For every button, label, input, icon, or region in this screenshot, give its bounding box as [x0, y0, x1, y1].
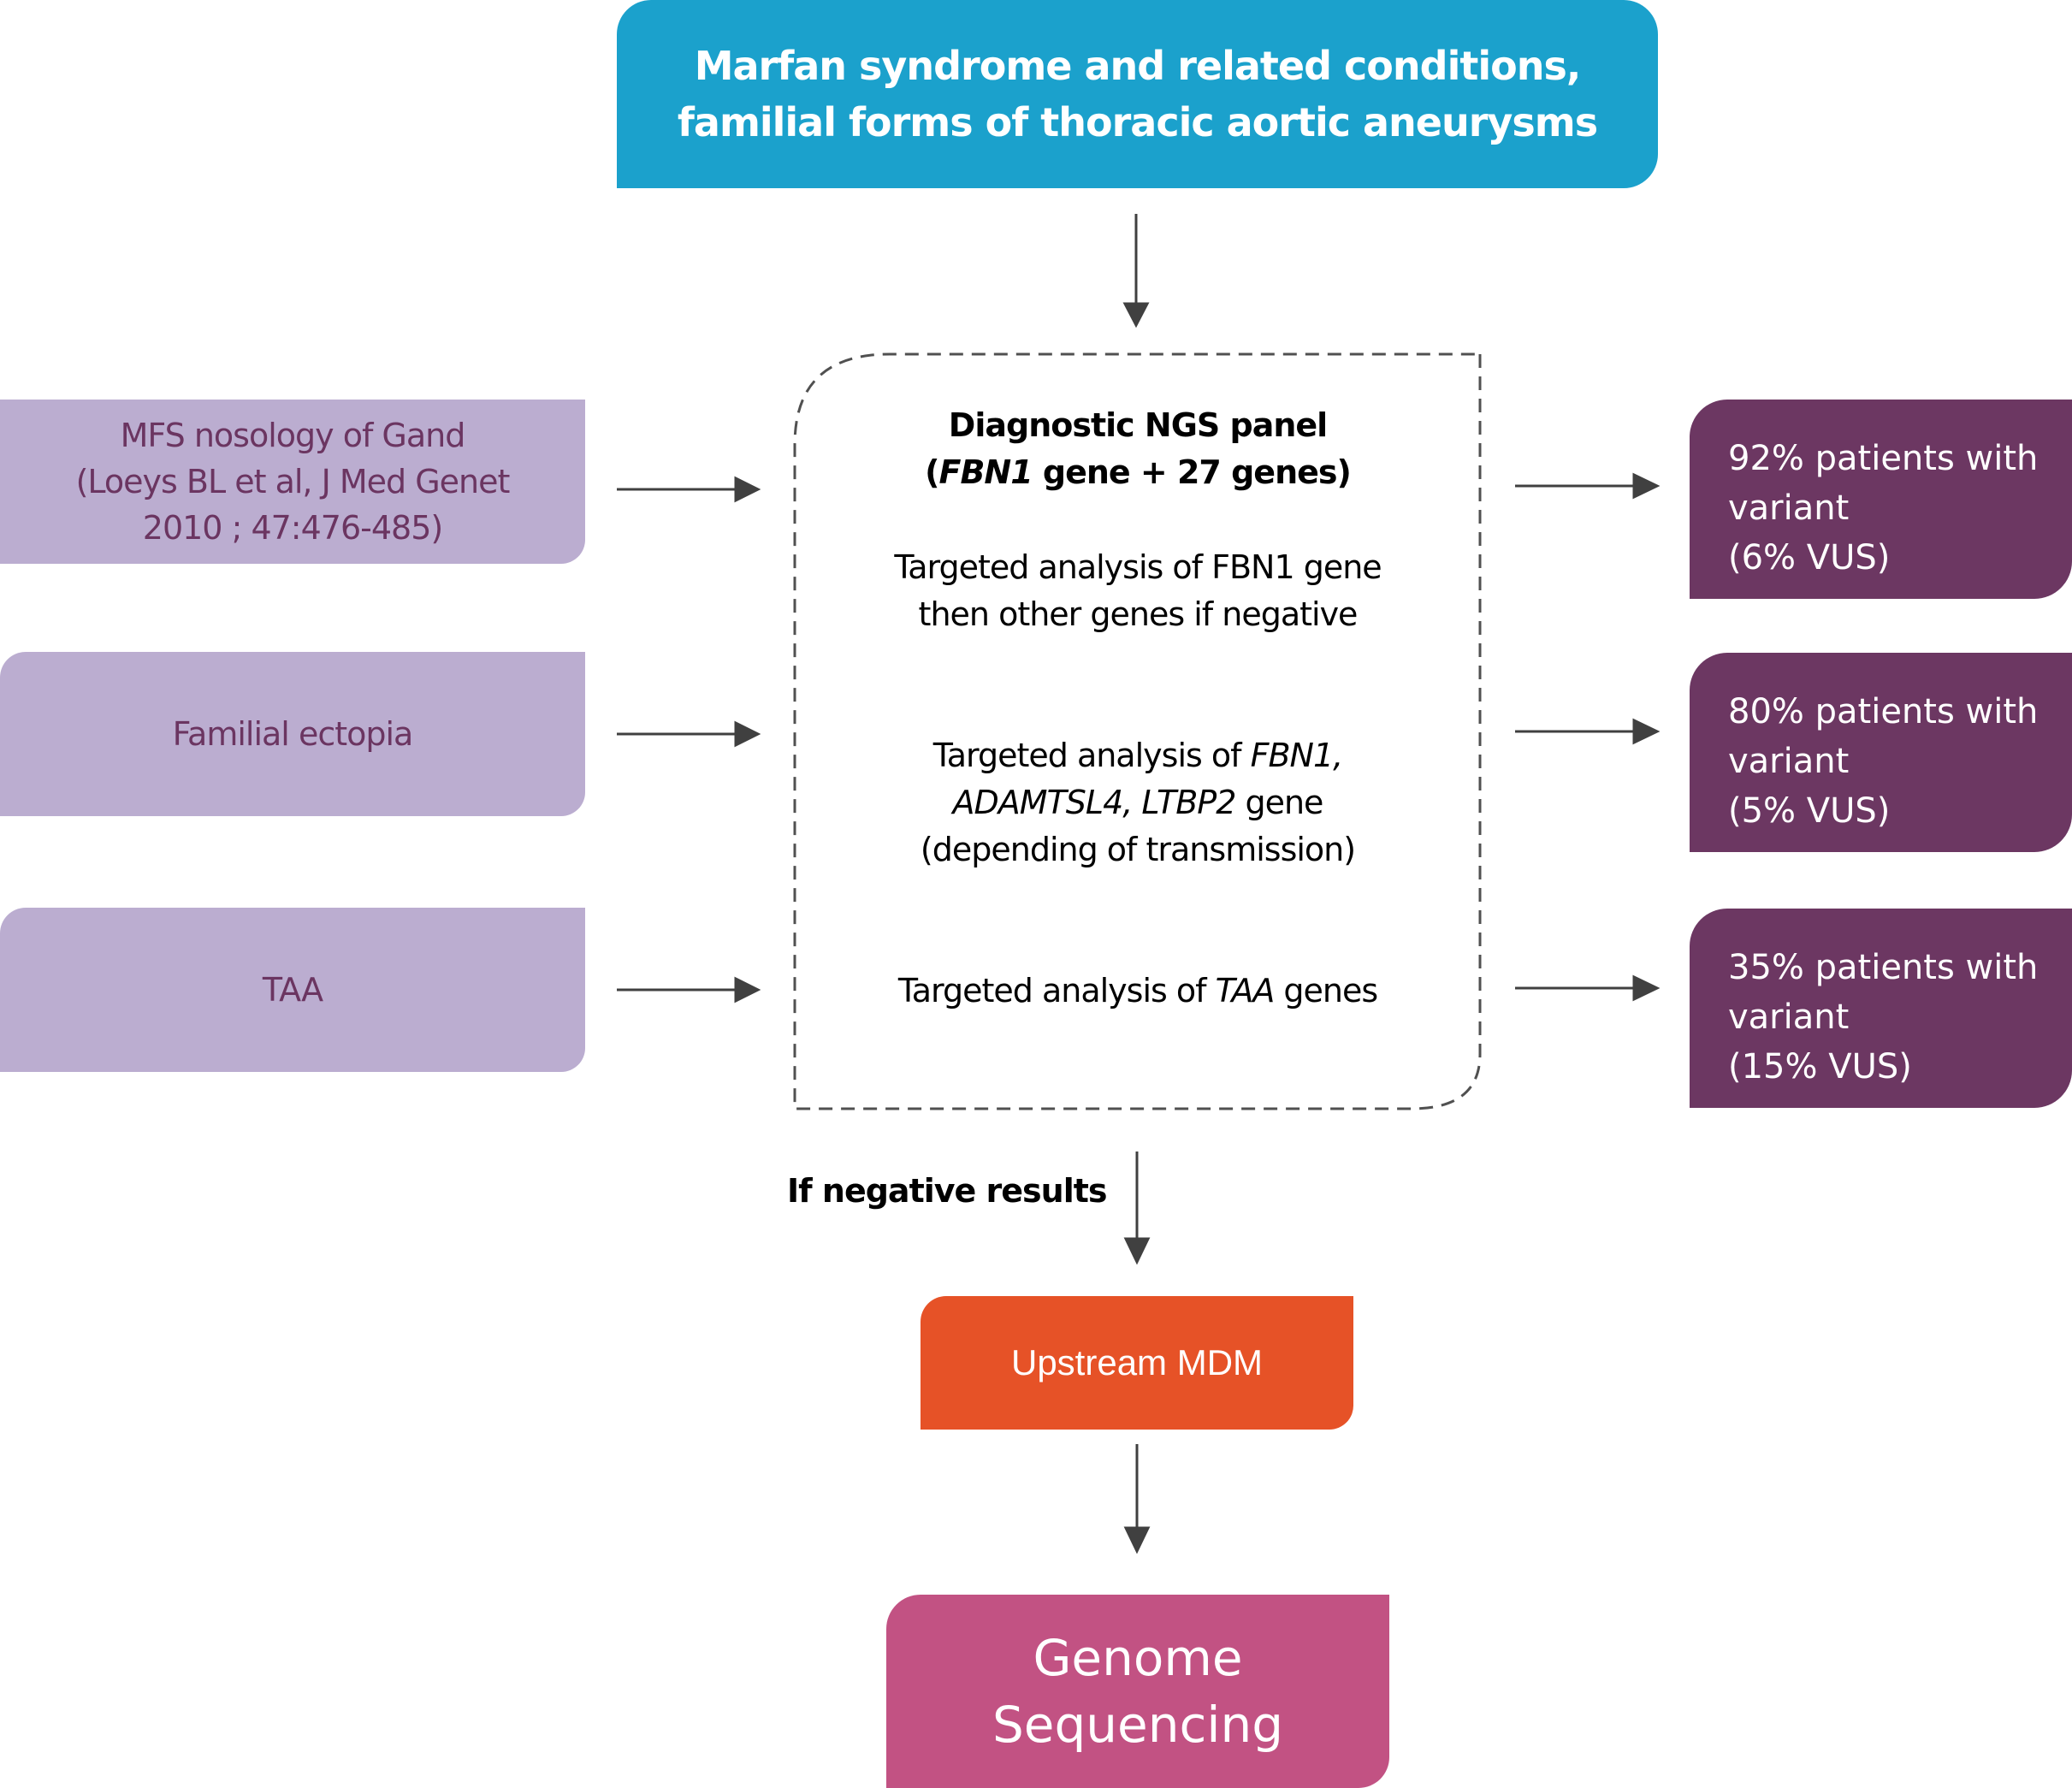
result-line: variant: [1728, 998, 1850, 1037]
analysis-prefix: Targeted analysis of: [897, 972, 1216, 1009]
input-box-taa: TAA: [0, 908, 585, 1072]
analysis-line: then other genes if negative: [918, 595, 1359, 633]
input-text-line: (Loeys BL et al, J Med Genet: [75, 463, 511, 500]
upstream-mdm-box: Upstream MDM: [921, 1296, 1353, 1430]
result-line: variant: [1728, 742, 1850, 781]
input-text-line: TAA: [262, 971, 323, 1009]
gene-name: TAA: [1215, 972, 1276, 1009]
result-vus: (5% VUS): [1728, 791, 1891, 831]
condition-title-line-2: familial forms of thoracic aortic aneury…: [677, 99, 1598, 145]
analysis-line: (depending of transmission): [920, 831, 1356, 868]
arrowhead-right-icon: [734, 976, 761, 1004]
analysis-line: Targeted analysis of FBN1,: [804, 732, 1471, 779]
genome-sequencing-line-1: Genome: [1033, 1629, 1243, 1687]
result-box-mfs: 92% patients with variant (6% VUS): [1690, 400, 2072, 599]
gene-name: FBN1,: [1250, 737, 1344, 774]
title-rest: gene + 27 genes): [1032, 453, 1352, 491]
upstream-mdm-label: Upstream MDM: [1010, 1342, 1264, 1382]
arrowhead-right-icon: [1632, 974, 1661, 1002]
result-vus: (15% VUS): [1728, 1047, 1912, 1086]
input-text-line: Familial ectopia: [172, 715, 414, 753]
gene-name: ADAMTSL4, LTBP2: [952, 784, 1237, 821]
analysis-line: ADAMTSL4, LTBP2 gene: [804, 779, 1471, 826]
input-text-line: MFS nosology of Gand: [120, 417, 466, 454]
arrowhead-right-icon: [734, 476, 761, 503]
input-text-line: 2010 ; 47:476-485): [142, 509, 443, 547]
ngs-panel-title-line-2: (FBN1 gene + 27 genes): [804, 449, 1471, 496]
paren: (: [925, 453, 939, 491]
result-vus: (6% VUS): [1728, 538, 1891, 577]
analysis-taa: Targeted analysis of TAA genes: [804, 968, 1471, 1015]
ngs-panel-title-line-1: Diagnostic NGS panel: [948, 406, 1328, 444]
analysis-suffix: gene: [1235, 784, 1323, 821]
genome-sequencing-box: Genome Sequencing: [886, 1595, 1389, 1788]
result-box-ectopia: 80% patients with variant (5% VUS): [1690, 653, 2072, 852]
result-box-taa: 35% patients with variant (15% VUS): [1690, 909, 2072, 1108]
negative-results-label: If negative results: [787, 1172, 1108, 1210]
condition-title-box: Marfan syndrome and related conditions, …: [617, 0, 1658, 188]
genome-sequencing-line-2: Sequencing: [992, 1696, 1284, 1754]
analysis-mfs: Targeted analysis of FBN1 gene then othe…: [804, 544, 1471, 638]
arrowhead-right-icon: [1632, 472, 1661, 500]
arrowhead-down-icon: [1123, 1237, 1151, 1265]
analysis-prefix: Targeted analysis of: [932, 737, 1251, 774]
analysis-suffix: genes: [1274, 972, 1378, 1009]
analysis-line: Targeted analysis of TAA genes: [804, 968, 1471, 1015]
ngs-panel-title: Diagnostic NGS panel (FBN1 gene + 27 gen…: [804, 402, 1471, 496]
result-line: 35% patients with: [1728, 948, 2039, 987]
gene-name: FBN1: [938, 453, 1033, 491]
result-line: 80% patients with: [1728, 692, 2039, 731]
arrowhead-down-icon: [1123, 1526, 1151, 1554]
arrowhead-down-icon: [1122, 302, 1150, 329]
analysis-line: Targeted analysis of FBN1 gene: [894, 548, 1382, 586]
arrowhead-right-icon: [734, 720, 761, 748]
input-box-mfs-nosology: MFS nosology of Gand (Loeys BL et al, J …: [0, 400, 585, 564]
result-line: variant: [1728, 488, 1850, 528]
input-box-familial-ectopia: Familial ectopia: [0, 652, 585, 816]
result-line: 92% patients with: [1728, 439, 2039, 478]
arrowhead-right-icon: [1632, 718, 1661, 745]
analysis-ectopia: Targeted analysis of FBN1, ADAMTSL4, LTB…: [804, 732, 1471, 873]
condition-title-line-1: Marfan syndrome and related conditions,: [694, 43, 1582, 89]
